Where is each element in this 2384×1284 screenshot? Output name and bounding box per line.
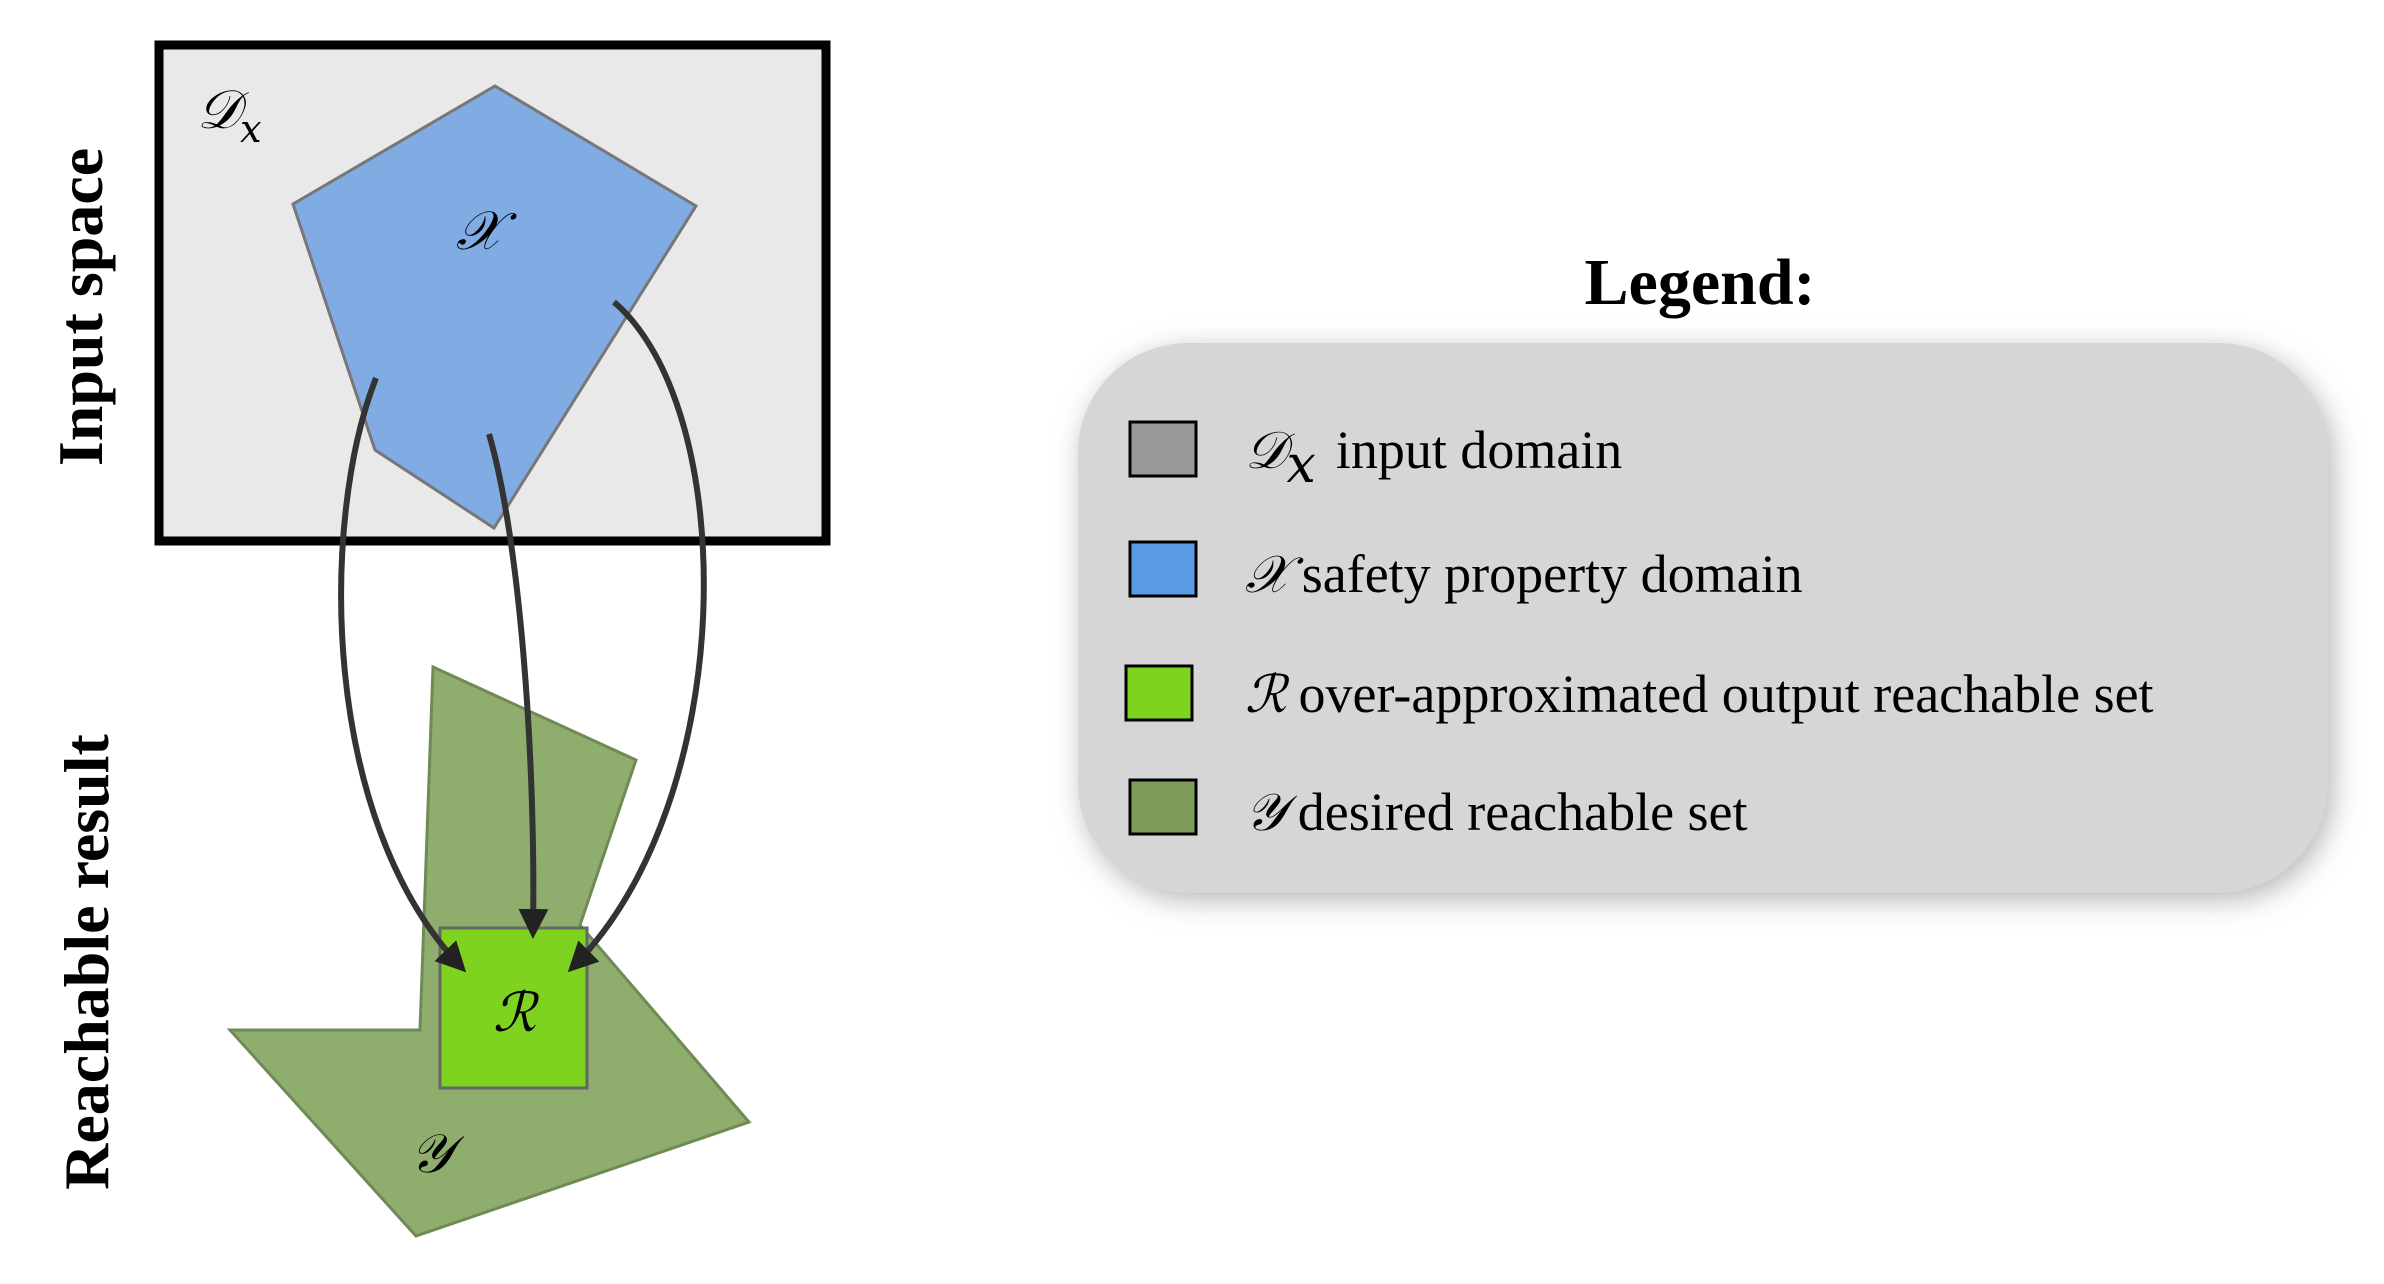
mapping-arrow-left [338, 376, 467, 973]
legend-swatch-desired-set [1128, 778, 1198, 836]
legend-swatch-safety-property [1128, 540, 1198, 598]
legend-title: Legend: [1585, 246, 1816, 319]
reach-set-label: ℛ [493, 981, 540, 1044]
legend-subscript-domain: x [1287, 435, 1316, 495]
legend-text-desired-set: desired reachable set [1298, 782, 1748, 842]
legend-text-input-domain: input domain [1336, 420, 1622, 480]
domain-label: 𝒟x [197, 78, 262, 151]
legend-symbol-reach: ℛ [1245, 665, 1290, 725]
reachable-result-label: Reachable result [51, 733, 122, 1189]
domain-subscript: x [240, 107, 261, 151]
legend-text-safety-property: safety property domain [1302, 544, 1803, 604]
mapping-arrow-middle [486, 433, 549, 939]
legend-panel [1078, 343, 2328, 893]
mapping-arrow-right [567, 299, 707, 973]
legend-swatch-input-domain [1128, 420, 1198, 478]
input-space-label: Input space [45, 148, 116, 466]
legend-swatch-reachable-set [1124, 664, 1194, 722]
safety-property-polygon [291, 84, 699, 531]
legend-text-reachable-set: over-approximated output reachable set [1299, 664, 2154, 724]
